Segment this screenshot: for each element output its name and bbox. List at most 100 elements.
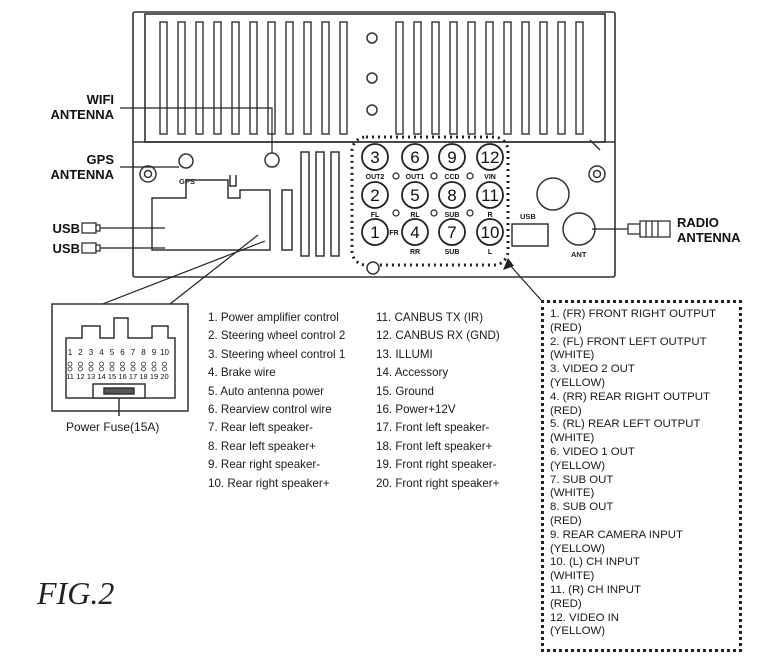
rca-number: 12 [481, 148, 500, 167]
harness-pin-label: 17 [129, 372, 137, 381]
rca-legend-box [541, 300, 742, 652]
rca-number: 8 [447, 186, 456, 205]
harness-detail [51, 303, 189, 416]
pin-item: (YELLOW) [550, 376, 606, 389]
fin [339, 21, 348, 135]
fuse-caption: Power Fuse(15A) [66, 420, 160, 434]
harness-pin-label: 19 [150, 372, 158, 381]
pin-item: 17. Front left speaker- [376, 421, 490, 435]
rca-number: 7 [447, 223, 456, 242]
fin [539, 21, 548, 135]
pin-item: 16. Power+12V [376, 403, 456, 417]
fin [449, 21, 458, 135]
pin-item: (RED) [550, 321, 582, 334]
pin-item: (YELLOW) [550, 542, 606, 555]
rca-jack-5 [401, 181, 429, 209]
pin-item: 11. (R) CH INPUT [550, 583, 641, 596]
gps-port [178, 153, 194, 169]
pin-item: 9. REAR CAMERA INPUT [550, 528, 683, 541]
rca-number: 6 [410, 148, 419, 167]
harness-pin-label: 4 [99, 348, 104, 357]
rca-number: 10 [481, 223, 500, 242]
pin-item: (RED) [550, 597, 582, 610]
heat-sink-fins [159, 21, 584, 135]
rca-number: 3 [370, 148, 379, 167]
rca-label: OUT1 [406, 174, 425, 181]
pin-item: 7. SUB OUT [550, 473, 614, 486]
harness-pin-label: 14 [97, 372, 105, 381]
usb-port [511, 223, 549, 247]
pin-item: (WHITE) [550, 349, 595, 362]
pin-item: 10. Rear right speaker+ [208, 476, 330, 490]
pin-item: 12. CANBUS RX (GND) [376, 329, 500, 343]
harness-pin-label: 1 [68, 348, 73, 357]
harness-pin-label: 18 [139, 372, 147, 381]
harness-pin-label: 9 [152, 348, 157, 357]
figure-label: FIG.2 [37, 575, 115, 611]
ant-port-label: ANT [571, 250, 587, 259]
usb-port-label: USB [520, 212, 536, 221]
pin-item: 4. Brake wire [208, 366, 276, 380]
harness-pin-label: 16 [118, 372, 126, 381]
rca-jack-10 [476, 218, 504, 246]
radio-antenna-plug [627, 220, 671, 238]
usb-label-1: USB [52, 221, 80, 236]
rca-jack-4 [401, 218, 429, 246]
rca-label: R [487, 212, 492, 219]
rca-jack-7 [438, 218, 466, 246]
harness-socket [151, 179, 271, 251]
harness-pin-label: 10 [160, 348, 169, 357]
rca-jack-1 [361, 218, 389, 246]
pin-item: (RED) [550, 404, 582, 417]
pin-item: 3. VIDEO 2 OUT [550, 363, 635, 376]
pin-item: (RED) [550, 514, 582, 527]
rca-number: 11 [481, 186, 499, 205]
pin-item: (WHITE) [550, 570, 595, 583]
pin-item: 4. (RR) REAR RIGHT OUTPUT [550, 390, 710, 403]
pin-item: 5. Auto antenna power [208, 384, 325, 398]
rca-legend-list: 1. (FR) FRONT RIGHT OUTPUT(RED)2. (FL) F… [550, 308, 716, 639]
pin-item: 18. Front left speaker+ [376, 439, 493, 453]
pin-item: (YELLOW) [550, 459, 606, 472]
rca-label: RL [410, 212, 420, 219]
pin-item: 2. Steering wheel control 2 [208, 329, 346, 343]
pin-item: 5. (RL) REAR LEFT OUTPUT [550, 418, 701, 431]
fin [177, 21, 186, 135]
rca-label: RR [410, 249, 420, 256]
harness-pin-label: 13 [87, 372, 95, 381]
rca-label: CCD [444, 174, 459, 181]
rca-number: 9 [447, 148, 456, 167]
pin-item: (YELLOW) [550, 625, 606, 638]
pin-item: 9. Rear right speaker- [208, 458, 321, 472]
harness-pin-label: 15 [108, 372, 116, 381]
harness-pin-label: 20 [160, 372, 168, 381]
pin-item: 6. VIDEO 1 OUT [550, 445, 635, 458]
rca-jack-6 [401, 143, 429, 171]
fin [467, 21, 476, 135]
rca-label: OUT2 [366, 174, 385, 181]
rca-number: 1 [370, 223, 379, 242]
rca-number: 4 [410, 223, 419, 242]
rca-number: 2 [370, 186, 379, 205]
wifi-port [264, 152, 280, 168]
pin-item: 14. Accessory [376, 366, 449, 380]
fin [285, 21, 294, 135]
harness-pin-label: 3 [89, 348, 94, 357]
harness-pin-label: 11 [66, 372, 74, 381]
pin-item: 8. Rear left speaker+ [208, 439, 316, 453]
rca-jack-12 [476, 143, 504, 171]
rca-label: L [488, 249, 493, 256]
pin-item: 11. CANBUS TX (IR) [376, 311, 484, 324]
pin-item: 3. Steering wheel control 1 [208, 347, 346, 361]
fin [413, 21, 422, 135]
harness-pin-label: 2 [78, 348, 83, 357]
fin [195, 21, 204, 135]
aux-port [536, 177, 570, 211]
rca-label: FL [371, 212, 380, 219]
rca-jack-9 [438, 143, 466, 171]
